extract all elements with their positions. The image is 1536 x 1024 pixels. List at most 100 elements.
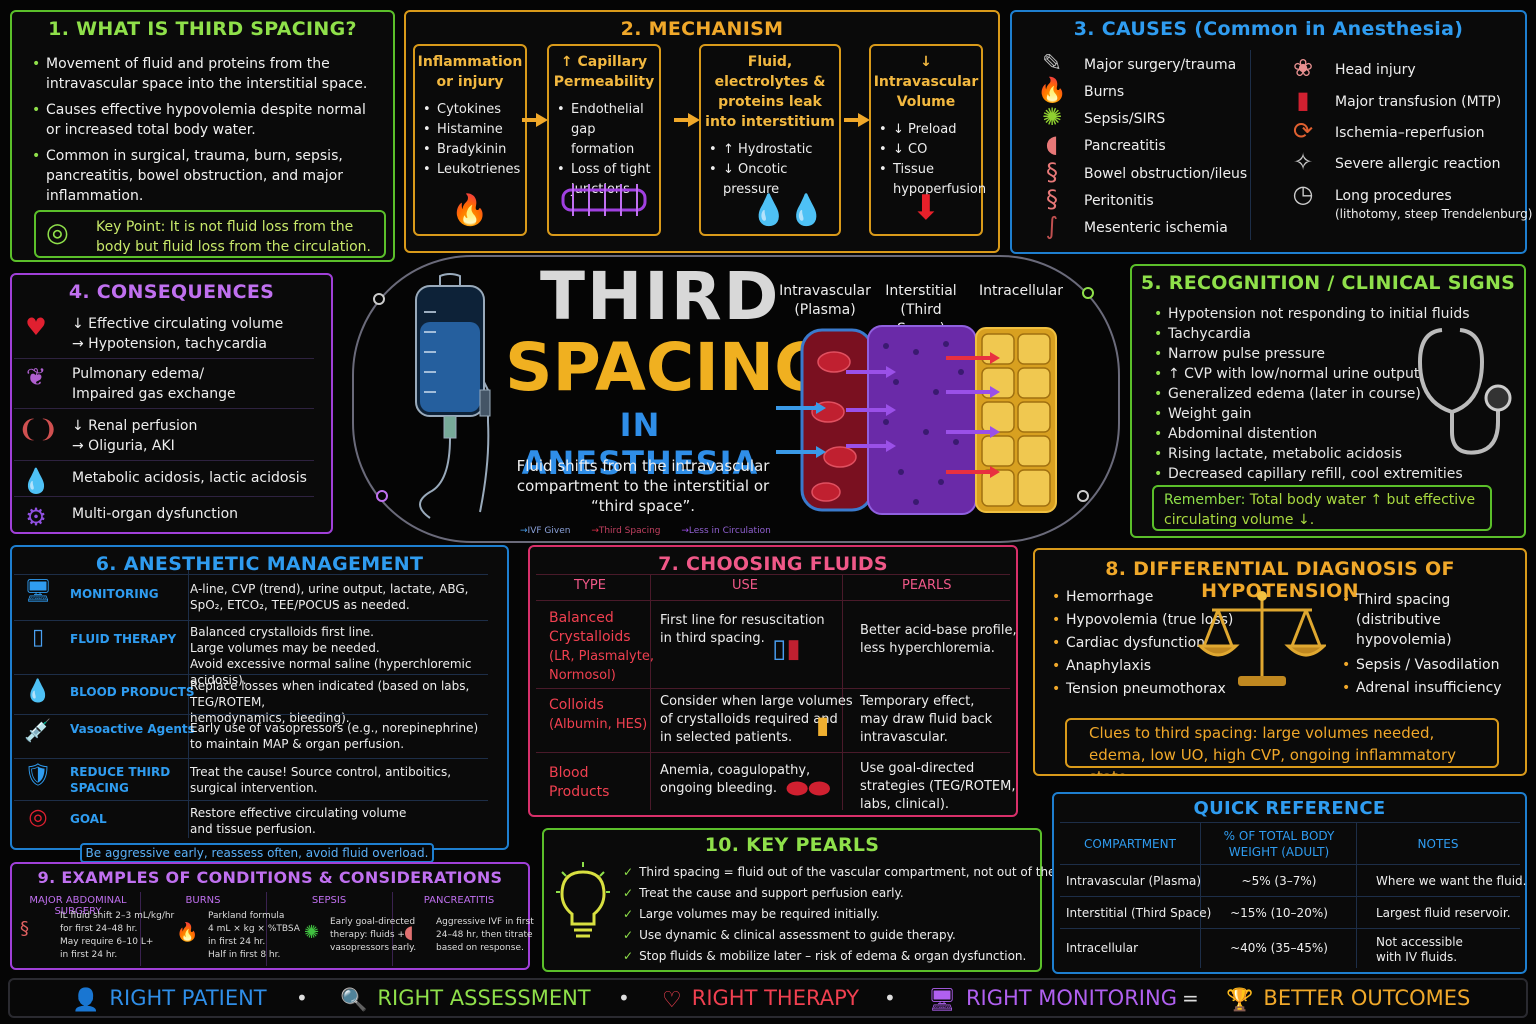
mechanism-step-2: ↑ Capillary Permeability Endothelial gap… xyxy=(547,44,661,236)
microbe-icon: ✺ xyxy=(304,922,320,943)
panel-choosing-fluids: 7. CHOOSING FLUIDS xyxy=(528,545,1018,817)
list-item: Bradykinin xyxy=(421,140,521,160)
vessel-icon: ∫ xyxy=(1045,212,1059,240)
management-row: ▯ FLUID THERAPY Balanced crystalloids fi… xyxy=(14,620,488,687)
list-item: Hemorrhage xyxy=(1050,586,1233,609)
lungs-icon: ❦ xyxy=(25,363,47,391)
list-item: Endothelial gap formation xyxy=(555,100,655,160)
fluid-pearls: Better acid-base profile,less hyperchlor… xyxy=(860,623,1017,656)
cause-item: §Peritonitis xyxy=(1046,186,1154,212)
list-item: Tension pneumothorax xyxy=(1050,678,1233,701)
pearl-item: ✓Treat the cause and support perfusion e… xyxy=(623,886,904,900)
monitor-icon: 🖥 xyxy=(24,579,52,604)
bacteria-icon: ✺ xyxy=(1041,103,1063,131)
list-item: Third spacing (distributive hypovolemia) xyxy=(1340,590,1510,650)
compartment-label: Intracellular xyxy=(978,283,1063,299)
list-item: Decreased capillary refill, cool extremi… xyxy=(1152,464,1524,484)
differential-left-list: Hemorrhage Hypovolemia (true loss) Cardi… xyxy=(1050,586,1233,701)
remember-label: Remember: xyxy=(1164,492,1246,508)
list-item: Common in surgical, trauma, burn, sepsis… xyxy=(30,146,381,206)
consequence-item: ❦Pulmonary edema/Impaired gas exchange xyxy=(26,364,236,404)
panel-title: 5. RECOGNITION / CLINICAL SIGNS xyxy=(1140,272,1516,294)
panel-title: QUICK REFERENCE xyxy=(1193,798,1386,819)
panel-recognition-signs: 5. RECOGNITION / CLINICAL SIGNS Hypotens… xyxy=(1130,264,1526,538)
management-row: 🛡 REDUCE THIRD SPACING Treat the cause! … xyxy=(14,758,488,800)
list-item: Weight gain xyxy=(1152,404,1524,424)
table-cell: Intracellular xyxy=(1066,941,1139,955)
connector-dot xyxy=(1082,287,1094,299)
definition-list: Movement of fluid and proteins from the … xyxy=(30,54,381,206)
panel-examples: 9. EXAMPLES OF CONDITIONS & CONSIDERATIO… xyxy=(10,862,530,970)
management-row: 🖥 MONITORING A-line, CVP (trend), urine … xyxy=(14,574,488,620)
panel-title: 7. CHOOSING FLUIDS xyxy=(658,553,888,575)
goal-target-icon: ◎ xyxy=(28,805,48,830)
list-item: Adrenal insufficiency xyxy=(1340,677,1510,700)
footer-bar xyxy=(8,978,1528,1018)
compartment-label: Intravascular (Plasma) xyxy=(779,283,871,318)
arrow-icon xyxy=(674,113,700,127)
connector-dot xyxy=(373,293,385,305)
legend-item: Third Spacing xyxy=(598,526,661,536)
main-title-line1: THIRD xyxy=(540,258,781,335)
panel-key-pearls: 10. KEY PEARLS xyxy=(542,828,1042,972)
table-header: TYPE xyxy=(574,578,606,593)
list-item: Causes effective hypovolemia despite nor… xyxy=(30,100,381,140)
cause-item: ✧Severe allergic reaction xyxy=(1293,149,1501,175)
footer-separator: • xyxy=(618,986,630,1010)
list-item: Hypovolemia (true loss) xyxy=(1050,609,1233,632)
list-item: ↓ Oncotic pressure xyxy=(707,160,835,200)
flow-legend: →IVF Given →Third Spacing →Less in Circu… xyxy=(520,526,771,536)
panel-consequences: 4. CONSEQUENCES xyxy=(10,273,333,534)
table-cell: ~5% (3–7%) xyxy=(1241,874,1317,888)
iv-bag-icon xyxy=(415,273,491,519)
legend-item: Less in Circulation xyxy=(688,526,771,536)
droplets-icon: 💧💧 xyxy=(750,193,825,228)
cause-item: ◖Pancreatitis xyxy=(1046,131,1166,157)
table-header: % OF TOTAL BODY WEIGHT (ADULT) xyxy=(1223,829,1335,859)
list-item: Hypotension not responding to initial fl… xyxy=(1152,304,1524,324)
blood-bag-icon: ▮ xyxy=(1296,86,1310,114)
table-cell: Interstitial (Third Space) xyxy=(1066,906,1212,920)
pearl-item: ✓Stop fluids & mobilize later – risk of … xyxy=(623,949,1027,963)
mechanism-step-4: ↓ Intravascular Volume ↓ Preload ↓ CO Ti… xyxy=(869,44,986,236)
footer-item: 🏆BETTER OUTCOMES xyxy=(1226,986,1471,1013)
cause-item: 🔥Burns xyxy=(1037,77,1124,103)
list-item: Sepsis / Vasodilation xyxy=(1340,654,1510,677)
burn-icon: 🔥 xyxy=(176,922,199,943)
scales-icon xyxy=(1198,591,1326,686)
pancreas-icon: ◖ xyxy=(404,922,414,943)
red-cells-icon: ⬬⬬ xyxy=(786,774,831,804)
cycle-icon: ⟳ xyxy=(1292,117,1314,145)
cause-item: ✺Sepsis/SIRS xyxy=(1042,104,1165,130)
table-cell: Where we want the fluid. xyxy=(1376,874,1527,888)
management-row: ◎ GOAL Restore effective circulating vol… xyxy=(14,800,488,840)
monitor-icon: 🖥 xyxy=(928,988,956,1013)
footer-separator: • xyxy=(884,986,896,1010)
allergy-icon: ✧ xyxy=(1292,148,1314,176)
list-item: Cytokines xyxy=(421,100,521,120)
connector-dot xyxy=(1077,490,1089,502)
panel-what-is-third-spacing: 1. WHAT IS THIRD SPACING? Movement of fl… xyxy=(10,10,395,262)
cause-item: ∫Mesenteric ischemia xyxy=(1046,213,1228,239)
key-point-label: Key Point: xyxy=(96,219,166,235)
table-cell: Intravascular (Plasma) xyxy=(1066,874,1202,888)
shield-icon: 🛡 xyxy=(24,763,52,788)
cause-item: ▮Major transfusion (MTP) xyxy=(1296,87,1501,113)
consequence-item: 💧Metabolic acidosis, lactic acidosis xyxy=(21,468,307,494)
fluid-use: Anemia, coagulopathy,ongoing bleeding. xyxy=(660,763,811,796)
remember-text: Total body water ↑ but effective circula… xyxy=(1164,492,1476,528)
list-item: Histamine xyxy=(421,120,521,140)
main-title-line2: SPACING xyxy=(505,329,829,406)
cause-item: ✎Major surgery/trauma xyxy=(1042,50,1236,76)
example-heading: PANCREATITIS xyxy=(423,895,495,906)
intestine-icon: § xyxy=(20,918,29,939)
arrow-icon xyxy=(844,113,870,127)
list-item: ↓ CO xyxy=(877,140,977,160)
iv-bag-icon: ▯ xyxy=(31,625,45,650)
down-arrow-icon: ⬇ xyxy=(911,188,941,228)
